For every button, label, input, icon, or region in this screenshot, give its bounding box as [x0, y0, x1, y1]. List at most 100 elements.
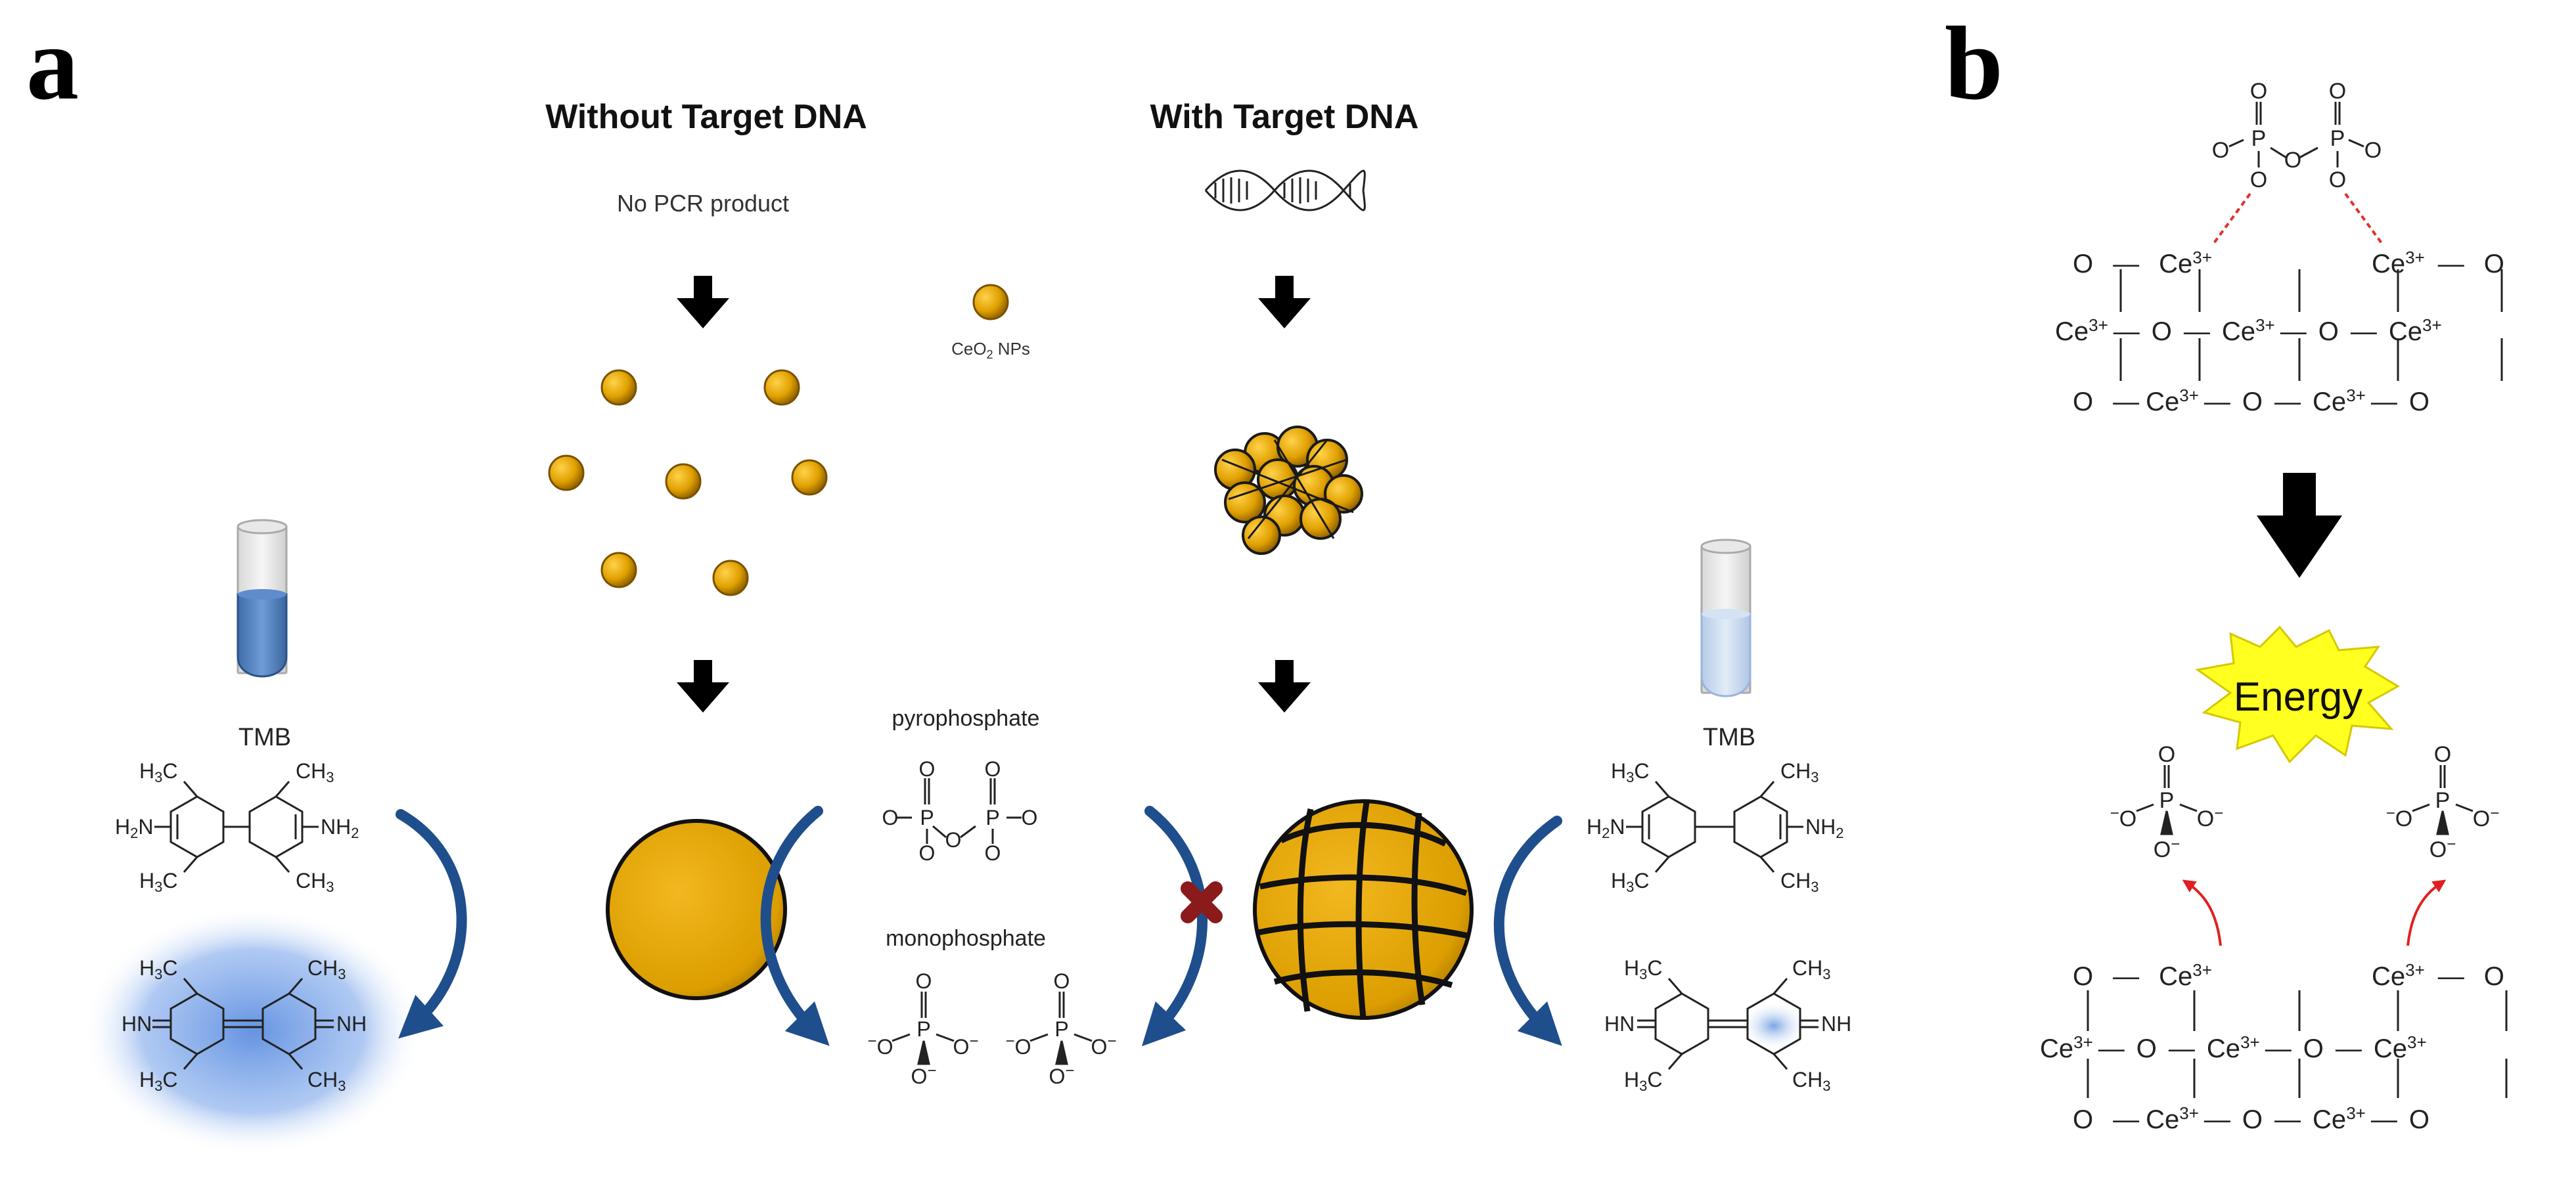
- svg-text:P: P: [920, 806, 934, 829]
- curved-arrows: [395, 806, 1562, 1047]
- svg-text:O: O: [882, 806, 899, 829]
- no-pcr-label: No PCR product: [617, 190, 789, 217]
- svg-text:H3C: H3C: [1624, 1068, 1662, 1094]
- svg-text:CH3: CH3: [1792, 956, 1830, 982]
- nanoparticle: [548, 454, 585, 491]
- ceo2-np-label: CeO2 NPs: [951, 339, 1030, 361]
- svg-text:−O: −O: [2386, 804, 2412, 831]
- tmb-label-left: TMB: [238, 724, 291, 751]
- dispersed-ceo2-large-np: [606, 819, 787, 1000]
- arrow-down-icon: [677, 276, 729, 328]
- red-arrow-icon: [2182, 879, 2222, 946]
- svg-text:O—Ce3+—O—Ce3+—O: O—Ce3+—O—Ce3+—O: [2073, 385, 2429, 416]
- svg-text:O: O: [945, 828, 962, 852]
- blocked-cross-icon: [1181, 881, 1223, 923]
- svg-text:O: O: [919, 757, 936, 781]
- svg-text:O−: O−: [953, 1032, 979, 1059]
- svg-text:HN: HN: [122, 1012, 152, 1036]
- svg-text:O−: O−: [1091, 1032, 1117, 1059]
- release-arrows: [2182, 879, 2447, 946]
- curved-arrow-icon: [395, 809, 467, 1039]
- svg-text:Ce3+—O: Ce3+—O: [2372, 248, 2504, 278]
- ceria-lattice-bottom: O—Ce3+ Ce3+—O Ce3+—O—Ce3+—O—Ce3+ O—Ce3+—…: [2040, 960, 2508, 1134]
- dna-helix-icon: [1204, 169, 1366, 211]
- without-target-header: Without Target DNA: [545, 98, 867, 136]
- svg-text:H3C: H3C: [139, 956, 177, 982]
- svg-text:HN: HN: [1604, 1012, 1635, 1036]
- ceo2-np-legend-icon: [972, 284, 1009, 320]
- svg-text:H3C: H3C: [1624, 956, 1662, 982]
- curved-arrow-icon: [1141, 806, 1208, 1047]
- svg-text:CH3: CH3: [1792, 1068, 1830, 1094]
- svg-text:H3C: H3C: [139, 759, 177, 785]
- monophosphate-structures-a: O P −O O− O− O P −O O− O−: [868, 969, 1117, 1088]
- nanoparticle: [600, 369, 637, 406]
- dispersed-nanoparticles: [548, 369, 828, 596]
- svg-text:CH3: CH3: [1780, 869, 1819, 895]
- monophosphate-structures-b: O P −O O− O− O P −O O− O−: [2110, 742, 2499, 862]
- arrow-down-large-icon: [2257, 473, 2342, 578]
- pyrophosphate-structure-a: O P O O O O P O O: [882, 757, 1038, 865]
- svg-text:O: O: [985, 757, 1001, 781]
- svg-text:−O: −O: [1006, 1032, 1031, 1059]
- svg-text:CH3: CH3: [296, 869, 334, 895]
- svg-text:P: P: [2330, 126, 2345, 151]
- arrow-down-icon: [1258, 660, 1311, 713]
- svg-text:O: O: [2250, 79, 2267, 104]
- svg-text:H3C: H3C: [1611, 869, 1649, 895]
- svg-text:P: P: [2251, 126, 2267, 151]
- curved-arrow-icon: [760, 806, 830, 1046]
- svg-text:NH: NH: [1821, 1012, 1851, 1036]
- nanoparticle: [791, 459, 828, 496]
- svg-text:O: O: [916, 969, 932, 993]
- svg-text:H2N: H2N: [1587, 815, 1625, 841]
- energy-label: Energy: [2234, 674, 2362, 720]
- svg-text:CH3: CH3: [296, 759, 334, 785]
- svg-text:O−: O−: [2154, 835, 2180, 862]
- nanoparticle: [763, 369, 800, 406]
- svg-text:NH2: NH2: [1805, 815, 1843, 841]
- blue-color-glow: [82, 906, 424, 1156]
- svg-text:CH3: CH3: [1780, 759, 1819, 785]
- nanoparticle: [600, 552, 637, 588]
- nanoparticle: [712, 560, 749, 596]
- svg-text:O—Ce3+—O—Ce3+—O: O—Ce3+—O—Ce3+—O: [2073, 1103, 2429, 1134]
- svg-text:O: O: [2329, 167, 2346, 192]
- svg-text:O: O: [1054, 969, 1070, 993]
- svg-text:O: O: [2329, 79, 2346, 104]
- tmb-reduced-structure-right: H3C CH3 H2N NH2 H3C CH3: [1587, 759, 1843, 895]
- svg-text:O: O: [2434, 742, 2451, 767]
- svg-text:NH2: NH2: [321, 815, 359, 841]
- faint-color-glow: [1740, 1001, 1808, 1051]
- svg-text:O: O: [2284, 148, 2301, 173]
- arrow-down-icon: [1258, 276, 1311, 328]
- svg-text:O−: O−: [2429, 835, 2456, 862]
- pyrophosphate-label: pyrophosphate: [892, 706, 1040, 731]
- panel-a-label: a: [26, 5, 79, 121]
- curved-arrow-icon: [1493, 816, 1562, 1046]
- svg-text:O: O: [919, 841, 936, 865]
- svg-text:P: P: [916, 1017, 930, 1041]
- svg-text:CH3: CH3: [307, 956, 346, 982]
- svg-text:NH: NH: [336, 1012, 367, 1036]
- arrow-down-icon: [677, 660, 729, 713]
- svg-text:O−: O−: [2197, 804, 2223, 831]
- pyrophosphate-structure-b: O P O O O O P O O: [2212, 79, 2383, 244]
- svg-text:Ce3+—O—Ce3+—O—Ce3+: Ce3+—O—Ce3+—O—Ce3+: [2055, 315, 2442, 346]
- aggregated-nanoparticles: [1214, 426, 1363, 555]
- tmb-reduced-structure-left: H3C CH3 H2N NH2 H3C CH3: [115, 759, 359, 895]
- svg-text:H3C: H3C: [1611, 759, 1649, 785]
- svg-text:−O: −O: [868, 1032, 893, 1059]
- svg-text:−O: −O: [2110, 804, 2136, 831]
- svg-text:O: O: [1022, 806, 1038, 829]
- svg-text:H3C: H3C: [139, 869, 177, 895]
- svg-text:O: O: [2158, 742, 2175, 767]
- energy-burst: Energy: [2195, 625, 2400, 764]
- tmb-oxidized-structure-right: H3C CH3 HN NH H3C CH3: [1604, 956, 1851, 1094]
- svg-text:O−: O−: [2473, 804, 2499, 831]
- test-tube-light: [1700, 539, 1751, 697]
- svg-text:O: O: [2364, 138, 2382, 163]
- svg-text:O—Ce3+: O—Ce3+: [2073, 248, 2212, 278]
- svg-text:P: P: [2159, 788, 2175, 813]
- panel-b-label: b: [1945, 5, 2003, 121]
